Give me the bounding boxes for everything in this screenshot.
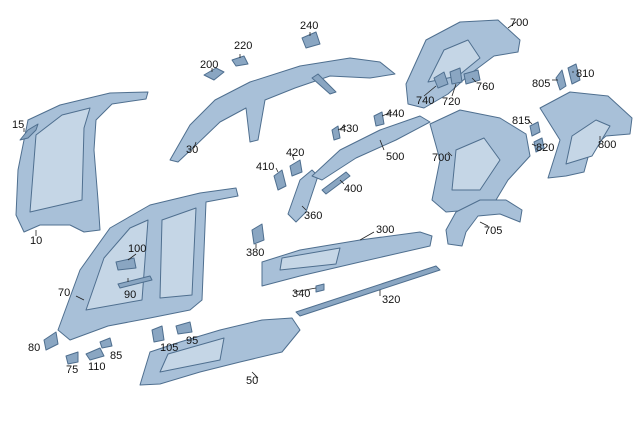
label-700-lower: 700 — [432, 152, 450, 164]
label-700-upper: 700 — [510, 17, 528, 29]
leader-lines — [23, 21, 601, 379]
label-820: 820 — [536, 142, 554, 154]
part-800-rear-quarter — [539, 91, 633, 179]
label-800: 800 — [598, 139, 616, 151]
part-430-bracket — [331, 125, 341, 141]
label-810: 810 — [576, 68, 594, 80]
label-760: 760 — [476, 81, 494, 93]
label-75: 75 — [66, 364, 78, 376]
label-100: 100 — [128, 243, 146, 255]
part-320-sill-strip — [295, 265, 441, 317]
part-815-bracket — [529, 121, 541, 137]
part-700-rear-wheelhouse — [429, 109, 531, 213]
part-340-clip — [315, 283, 325, 293]
part-240-bracket — [301, 31, 321, 49]
part-805-bracket — [555, 69, 567, 91]
label-320: 320 — [382, 294, 400, 306]
part-420-bracket — [289, 159, 303, 177]
label-15: 15 — [12, 119, 24, 131]
part-105-bracket — [151, 325, 165, 343]
label-300: 300 — [376, 224, 394, 236]
part-95-bracket — [175, 321, 193, 335]
part-100-bracket — [115, 257, 137, 271]
part-760-bracket — [463, 69, 481, 85]
part-400-reinforcement — [321, 171, 351, 195]
label-360: 360 — [304, 210, 322, 222]
label-500: 500 — [386, 151, 404, 163]
part-440-bracket — [373, 111, 385, 127]
part-110-bracket — [85, 347, 105, 361]
part-720-bracket — [449, 67, 463, 85]
part-820-bracket — [533, 137, 545, 153]
label-740: 740 — [416, 95, 434, 107]
part-85-bracket — [99, 337, 113, 349]
part-380-bracket — [251, 223, 265, 245]
label-705: 705 — [484, 225, 502, 237]
part-number-labels: 15 10 30 200 220 240 70 90 100 50 80 75 … — [12, 17, 616, 387]
label-815: 815 — [512, 115, 530, 127]
part-705-wheel-arch — [445, 199, 523, 247]
label-90: 90 — [124, 289, 136, 301]
part-300-inner-sill — [261, 231, 433, 287]
label-420: 420 — [286, 147, 304, 159]
label-440: 440 — [386, 108, 404, 120]
label-95: 95 — [186, 335, 198, 347]
label-400: 400 — [344, 183, 362, 195]
label-110: 110 — [88, 361, 106, 373]
label-380: 380 — [246, 247, 264, 259]
part-740-bracket — [433, 71, 449, 89]
part-30-roof-rail — [169, 57, 396, 163]
label-50: 50 — [246, 375, 258, 387]
label-340: 340 — [292, 288, 310, 300]
label-805: 805 — [532, 78, 550, 90]
part-810-bracket — [567, 63, 581, 85]
part-15-bracket — [19, 123, 39, 141]
label-200: 200 — [200, 59, 218, 71]
label-410: 410 — [256, 161, 274, 173]
part-10-a-pillar-frame — [15, 91, 149, 233]
label-80: 80 — [28, 342, 40, 354]
label-220: 220 — [234, 40, 252, 52]
label-85: 85 — [110, 350, 122, 362]
part-90-reinforcement — [117, 275, 153, 289]
part-80-bracket — [43, 331, 59, 351]
part-410-bracket — [273, 169, 287, 191]
label-430: 430 — [340, 123, 358, 135]
part-50-rocker-panel — [139, 317, 301, 386]
part-75-bracket — [65, 351, 79, 365]
part-500-roof-rail-inner — [311, 115, 431, 181]
label-720: 720 — [442, 96, 460, 108]
label-240: 240 — [300, 20, 318, 32]
label-10: 10 — [30, 235, 42, 247]
label-70: 70 — [58, 287, 70, 299]
label-105: 105 — [160, 342, 178, 354]
label-30: 30 — [186, 144, 198, 156]
